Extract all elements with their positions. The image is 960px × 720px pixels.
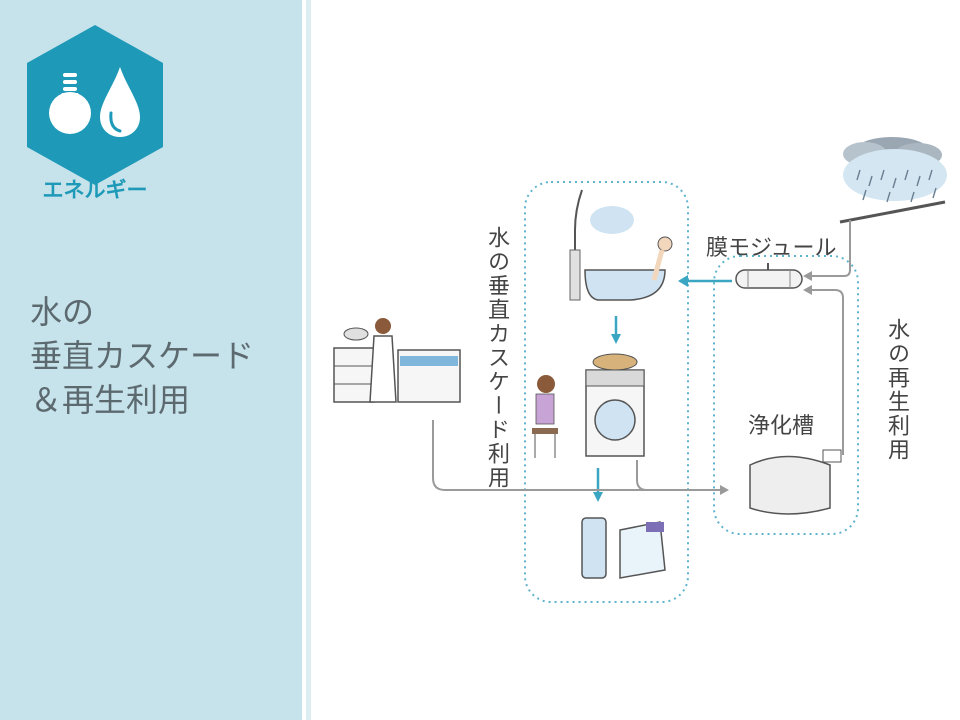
sidebar-divider — [306, 0, 311, 720]
septic-pipe — [812, 289, 844, 455]
kitchen-illustration — [333, 318, 461, 403]
bath-illustration — [569, 189, 673, 301]
slide-title: 水の 垂直カスケード ＆再生利用 — [30, 290, 254, 422]
cascade-dotted-box — [524, 181, 689, 603]
title-line-2: 垂直カスケード — [30, 337, 255, 375]
rain-cloud-illustration — [839, 137, 947, 224]
reuse-label: 水の再生利用 — [884, 318, 909, 462]
water-drop-icon — [100, 67, 140, 137]
title-line-3: ＆再生利用 — [30, 381, 191, 419]
reuse-dotted-box — [713, 255, 859, 535]
laundry-illustration — [532, 353, 645, 458]
membrane-label: 膜モジュール — [706, 236, 837, 261]
septic-label: 浄化槽 — [748, 414, 815, 439]
hexagon-shape — [27, 25, 163, 185]
rain-pipe — [812, 220, 851, 277]
cascade-label: 水の垂直カスケード利用 — [484, 226, 509, 490]
drain-pipe — [432, 420, 720, 491]
water-cascade-diagram: 水の垂直カスケード利用 水の再生利用 膜モジュール 浄化槽 — [320, 120, 960, 620]
membrane-module-illustration — [735, 263, 803, 289]
energy-badge — [27, 25, 163, 185]
septic-tank-illustration — [749, 449, 842, 515]
light-bulb-icon — [49, 73, 91, 134]
title-line-1: 水の — [30, 293, 95, 331]
toilet-illustration — [581, 517, 666, 579]
category-label: エネルギー — [42, 178, 148, 202]
